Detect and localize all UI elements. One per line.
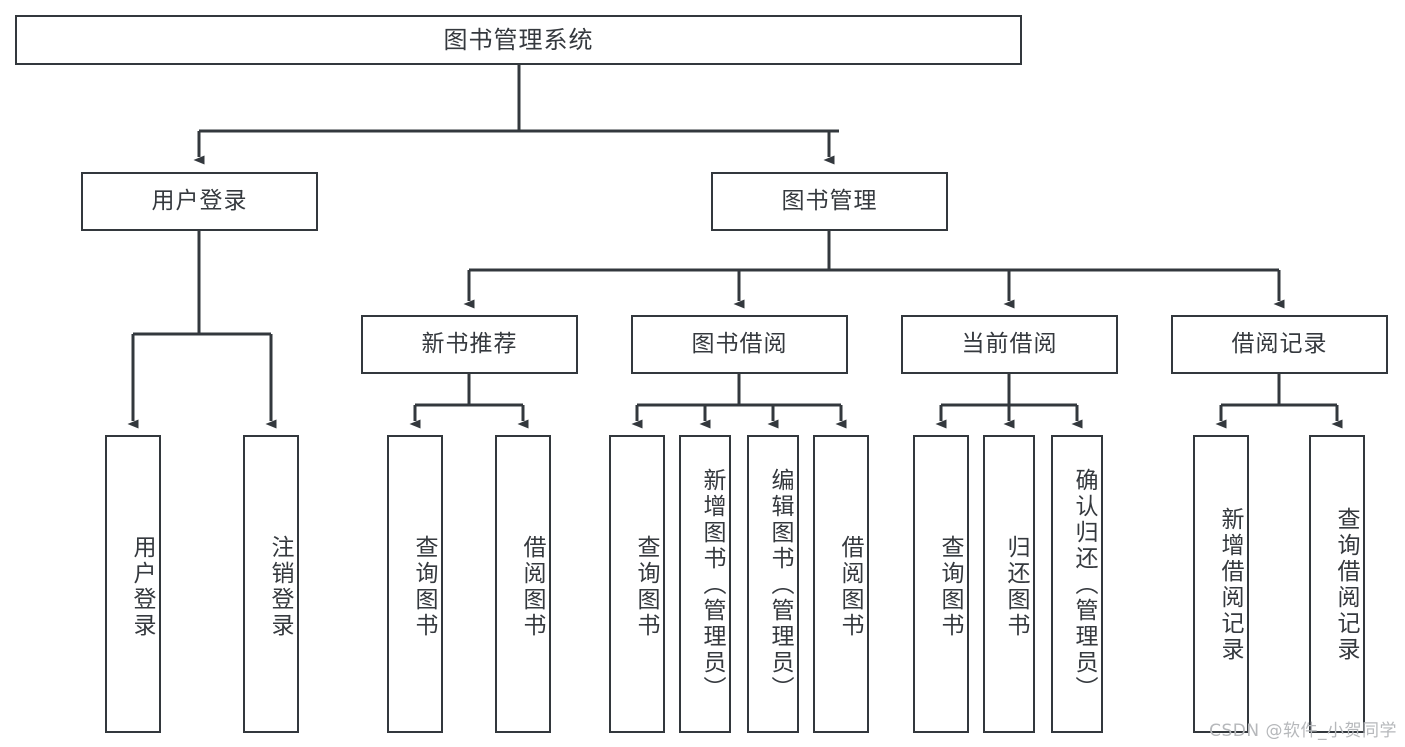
node-label: 查询图书: [937, 535, 963, 639]
node-label: 编辑图书（管理员）: [767, 468, 793, 702]
leaf-current-borrow-return-book[interactable]: 归还图书: [983, 435, 1035, 733]
node-label: 查询借阅记录: [1333, 507, 1359, 663]
node-label: 新书推荐: [421, 330, 518, 357]
node-current-borrow[interactable]: 当前借阅: [901, 315, 1118, 374]
node-label: 用户登录: [151, 187, 248, 214]
node-label: 用户登录: [129, 535, 155, 639]
csdn-watermark: CSDN @软件_小贺同学: [1209, 721, 1397, 741]
node-label: 确认归还（管理员）: [1071, 468, 1097, 702]
node-new-book-recommend[interactable]: 新书推荐: [361, 315, 578, 374]
node-label: 图书管理系统: [443, 25, 594, 54]
node-label: 图书管理: [781, 187, 878, 214]
node-label: 注销登录: [267, 535, 293, 639]
leaf-new-book-borrow-book[interactable]: 借阅图书: [495, 435, 551, 733]
node-label: 借阅记录: [1231, 330, 1328, 357]
leaf-user-login-logout[interactable]: 注销登录: [243, 435, 299, 733]
leaf-book-borrow-query-book[interactable]: 查询图书: [609, 435, 665, 733]
node-label: 图书借阅: [691, 330, 788, 357]
node-label: 查询图书: [411, 535, 437, 639]
leaf-borrow-record-add-record[interactable]: 新增借阅记录: [1193, 435, 1249, 733]
leaf-book-borrow-edit-book[interactable]: 编辑图书（管理员）: [747, 435, 799, 733]
leaf-book-borrow-add-book[interactable]: 新增图书（管理员）: [679, 435, 731, 733]
node-label: 查询图书: [633, 535, 659, 639]
node-label: 借阅图书: [519, 535, 545, 639]
node-label: 新增图书（管理员）: [699, 468, 725, 702]
leaf-current-borrow-confirm-return[interactable]: 确认归还（管理员）: [1051, 435, 1103, 733]
leaf-user-login-login[interactable]: 用户登录: [105, 435, 161, 733]
node-label: 归还图书: [1003, 535, 1029, 639]
node-root-system[interactable]: 图书管理系统: [15, 15, 1022, 65]
node-label: 当前借阅: [961, 330, 1058, 357]
node-label: 新增借阅记录: [1217, 507, 1243, 663]
node-borrow-record[interactable]: 借阅记录: [1171, 315, 1388, 374]
node-user-login[interactable]: 用户登录: [81, 172, 318, 231]
node-book-borrow[interactable]: 图书借阅: [631, 315, 848, 374]
leaf-new-book-query-book[interactable]: 查询图书: [387, 435, 443, 733]
node-book-management[interactable]: 图书管理: [711, 172, 948, 231]
leaf-book-borrow-borrow-book[interactable]: 借阅图书: [813, 435, 869, 733]
leaf-current-borrow-query-book[interactable]: 查询图书: [913, 435, 969, 733]
leaf-borrow-record-query-record[interactable]: 查询借阅记录: [1309, 435, 1365, 733]
node-label: 借阅图书: [837, 535, 863, 639]
